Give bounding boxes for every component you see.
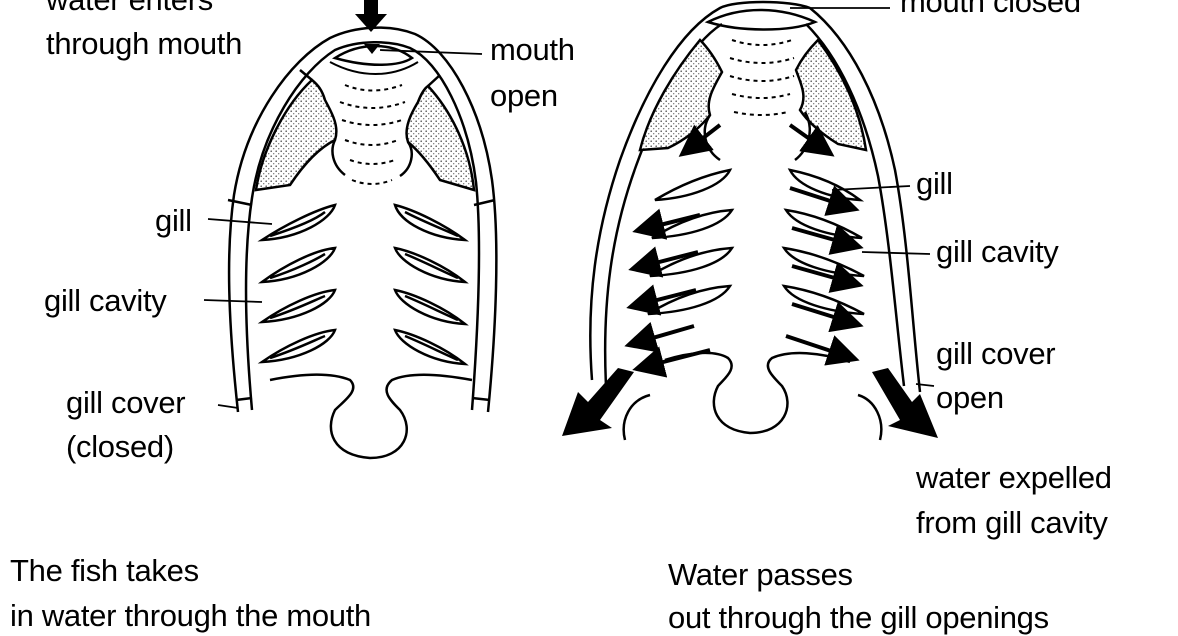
left-gills-left-column bbox=[257, 203, 337, 364]
right-label-water-expelled-line2: from gill cavity bbox=[916, 505, 1108, 540]
left-gills-right-column bbox=[393, 203, 470, 366]
right-throat-bottom bbox=[664, 351, 851, 435]
right-stippled-jaw-right bbox=[794, 38, 868, 152]
right-fish-head bbox=[589, 0, 922, 441]
left-head-outer-outline bbox=[227, 26, 498, 413]
fish-breathing-diagram: water enters through mouth mouth open gi… bbox=[10, 0, 1112, 635]
left-caption-line2: in water through the mouth bbox=[10, 598, 371, 633]
left-mouth bbox=[331, 44, 415, 66]
right-head-outer-right bbox=[809, 7, 922, 393]
right-label-gill-cover-line2: open bbox=[936, 380, 1004, 415]
right-label-gill-cover-line1: gill cover bbox=[936, 336, 1056, 371]
right-outflow-arrows bbox=[562, 368, 938, 438]
left-fish-head bbox=[227, 26, 498, 460]
left-label-gill-cover-line1: gill cover bbox=[66, 385, 186, 420]
right-caption-line2: out through the gill openings bbox=[668, 600, 1049, 635]
left-label-water-enters-line2: through mouth bbox=[46, 26, 243, 61]
left-stippled-jaw-left bbox=[254, 78, 338, 192]
right-head-inner-right bbox=[805, 23, 906, 387]
right-label-gill: gill bbox=[916, 166, 953, 201]
left-label-gill-cover-line2: (closed) bbox=[66, 429, 174, 464]
right-gills-left-column bbox=[647, 168, 735, 316]
left-caption-line1: The fish takes bbox=[10, 553, 199, 588]
right-flow-arrows bbox=[624, 123, 864, 378]
left-label-mouth-open-line1: mouth bbox=[490, 32, 575, 67]
right-head-outer-left bbox=[589, 0, 811, 381]
right-label-gill-cavity: gill cavity bbox=[936, 234, 1059, 269]
right-label-mouth-closed: mouth closed bbox=[900, 0, 1081, 19]
left-leader-lines bbox=[203, 49, 483, 409]
right-mouth-closed bbox=[704, 8, 819, 31]
right-label-water-expelled-line1: water expelled bbox=[916, 460, 1112, 495]
diagram-drawing bbox=[203, 0, 938, 460]
left-label-mouth-open-line2: open bbox=[490, 78, 558, 113]
left-head-inner-outline bbox=[244, 40, 481, 411]
left-stippled-jaw-right bbox=[405, 84, 476, 192]
right-gills-right-column bbox=[781, 168, 865, 316]
right-leader-lines bbox=[790, 7, 935, 387]
left-label-gill-cavity: gill cavity bbox=[44, 283, 167, 318]
right-caption-line1: Water passes bbox=[668, 557, 853, 592]
left-inflow-arrow bbox=[355, 0, 387, 54]
left-throat-bottom bbox=[269, 373, 473, 460]
right-stippled-jaw-left bbox=[638, 38, 724, 152]
left-label-gill: gill bbox=[155, 203, 192, 238]
left-label-water-enters-line1: water enters bbox=[46, 0, 213, 18]
